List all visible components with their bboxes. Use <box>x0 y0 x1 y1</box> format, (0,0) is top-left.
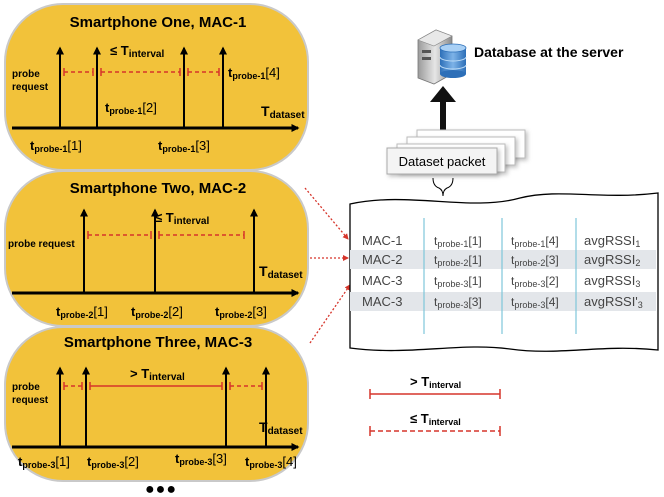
probe-time-label: tprobe-3[2] <box>87 454 139 470</box>
table-row: MAC-3 tprobe-3[1] tprobe-3[2] avgRSSI3 <box>362 273 640 289</box>
table-cell: avgRSSI1 <box>584 233 640 249</box>
table-cell: MAC-1 <box>362 233 402 248</box>
interval-markers <box>63 382 263 390</box>
table-cell: MAC-2 <box>362 252 402 267</box>
column-dividers <box>423 218 577 334</box>
panel-background <box>4 326 309 482</box>
table-cell: tprobe-3[4] <box>511 295 559 310</box>
probe-time-label: tprobe-3[3] <box>175 451 227 467</box>
probe-time-label: tprobe-1[3] <box>158 138 210 154</box>
database-icon <box>439 43 467 78</box>
table-cell: tprobe-3[1] <box>434 274 482 289</box>
probe-request-label: probe <box>12 382 40 393</box>
probe-time-label: tprobe-3[1] <box>18 454 70 470</box>
table-cell: tprobe-1[4] <box>511 234 559 249</box>
probe-time-label: tprobe-3[4] <box>245 454 297 470</box>
table-cell: avgRSSI2 <box>584 252 640 268</box>
table-row: MAC-2 tprobe-2[1] tprobe-2[3] avgRSSI2 <box>362 252 640 268</box>
legend-dashed-label: ≤ Tinterval <box>410 411 461 427</box>
brace <box>432 177 454 197</box>
interval-markers <box>63 68 220 76</box>
dataset-packet-stack: Dataset packet <box>386 129 526 175</box>
interval-markers <box>87 231 245 239</box>
table-row: MAC-1 tprobe-1[1] tprobe-1[4] avgRSSI1 <box>362 233 640 249</box>
probe-request-label: request <box>12 395 49 406</box>
legend-dashed-line <box>369 426 501 436</box>
more-panels-ellipsis: ●●● <box>145 481 177 497</box>
interval-label: > Tinterval <box>130 366 185 383</box>
table-cell: MAC-3 <box>362 273 402 288</box>
dataset-table: MAC-1 tprobe-1[1] tprobe-1[4] avgRSSI1MAC-2… <box>349 192 659 352</box>
interval-label: ≤ Tinterval <box>155 210 209 227</box>
database-server: Database at the server <box>417 29 624 85</box>
probe-time-label: tprobe-2[2] <box>131 304 183 320</box>
legend-solid-label: > Tinterval <box>410 374 461 390</box>
panel-title: Smartphone Two, MAC-2 <box>70 180 246 197</box>
smartphone-two-panel: Smartphone Two, MAC-2 probe request ≤ Ti… <box>4 170 309 327</box>
probe-time-label: tprobe-1[1] <box>30 138 82 154</box>
table-cell: tprobe-3[2] <box>511 274 559 289</box>
probe-request-label: request <box>12 82 49 93</box>
upload-arrow <box>430 86 456 142</box>
row-shade <box>350 292 656 311</box>
time-axis-label: Tdataset <box>261 103 305 121</box>
table-cell: avgRSSI3 <box>584 273 640 289</box>
panel-title: Smartphone One, MAC-1 <box>70 14 247 31</box>
probe-time-label: tprobe-2[1] <box>56 304 108 320</box>
interval-label: ≤ Tinterval <box>110 43 164 60</box>
table-cell: tprobe-2[3] <box>511 253 559 268</box>
table-cell: tprobe-3[3] <box>434 295 482 310</box>
table-cell: tprobe-1[1] <box>434 234 482 249</box>
probe-time-label: tprobe-1[4] <box>228 65 280 81</box>
probe-time-label: tprobe-2[3] <box>215 304 267 320</box>
table-cell: tprobe-2[1] <box>434 253 482 268</box>
probe-request-label: probe request <box>8 239 75 250</box>
time-axis-label: Tdataset <box>259 419 303 437</box>
table-cell: avgRSSI'3 <box>584 294 643 310</box>
table-row: MAC-3 tprobe-3[3] tprobe-3[4] avgRSSI'3 <box>362 294 643 310</box>
smartphone-one-panel: Smartphone One, MAC-1 probe request ≤ Ti… <box>4 3 309 171</box>
time-axis-label: Tdataset <box>259 263 303 281</box>
dataset-packet-label: Dataset packet <box>399 154 486 169</box>
table-cell: MAC-3 <box>362 294 402 309</box>
probe-request-label: probe <box>12 69 40 80</box>
server-label: Database at the server <box>474 44 624 60</box>
panel-title: Smartphone Three, MAC-3 <box>64 334 252 351</box>
row-shade <box>350 250 656 269</box>
legend: > Tinterval ≤ Tinterval <box>369 374 501 436</box>
legend-solid-line <box>369 389 501 399</box>
smartphone-three-panel: Smartphone Three, MAC-3 probe request > … <box>4 326 309 482</box>
probe-time-label: tprobe-1[2] <box>105 100 157 116</box>
connector-lines <box>304 187 351 344</box>
dataset-packet <box>386 147 498 175</box>
document-shape <box>349 192 659 352</box>
